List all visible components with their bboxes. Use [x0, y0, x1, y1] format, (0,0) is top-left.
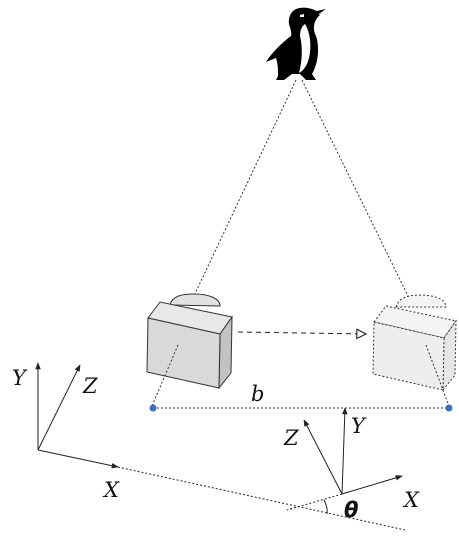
ray-left	[191, 79, 297, 301]
world-z-axis	[37, 364, 81, 451]
theta-arc	[323, 499, 328, 515]
camera-x-label: X	[404, 488, 419, 512]
camera-center-right	[445, 404, 453, 412]
camera-x-axis	[341, 475, 403, 495]
camera-z-label: Z	[284, 426, 299, 450]
camera-y-axis	[341, 407, 348, 495]
world-x-label: X	[104, 478, 119, 502]
ray-right	[301, 79, 411, 301]
translation-arrow	[237, 332, 366, 334]
baseline-label: b	[251, 382, 265, 406]
camera-axes	[286, 407, 403, 515]
camera-z-axis	[303, 419, 343, 495]
camera-right-icon	[372, 294, 457, 392]
world-x-extension	[117, 466, 406, 531]
camera-x-extension	[286, 493, 343, 511]
theta-label: θ	[344, 498, 359, 522]
world-z-label: Z	[83, 374, 98, 398]
world-y-label: Y	[12, 366, 26, 390]
world-axes	[35, 362, 406, 531]
camera-left-icon	[146, 293, 233, 390]
camera-center-left	[149, 404, 157, 412]
optical-axes	[151, 344, 450, 407]
penguin-icon	[266, 7, 326, 81]
camera-y-label: Y	[351, 414, 365, 438]
projection-rays	[191, 79, 411, 301]
world-x-axis	[37, 449, 119, 469]
